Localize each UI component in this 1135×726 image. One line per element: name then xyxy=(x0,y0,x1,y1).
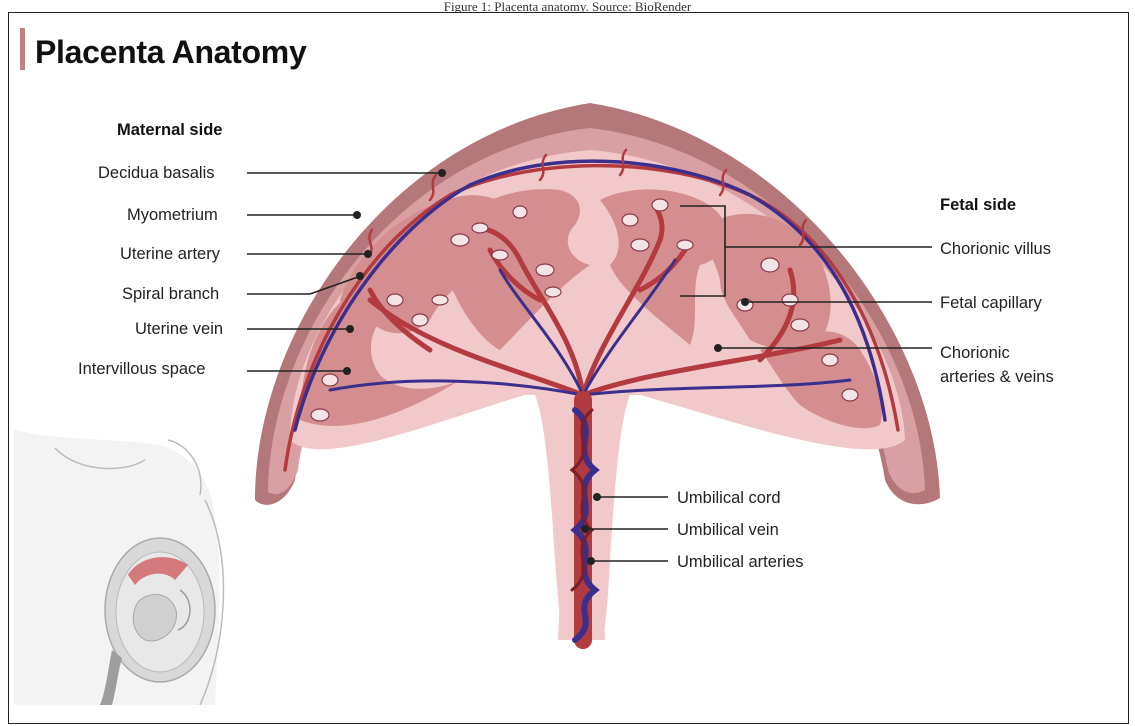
label-decidua-basalis: Decidua basalis xyxy=(98,164,446,182)
leader-dot xyxy=(353,211,361,219)
svg-text:Umbilical vein: Umbilical vein xyxy=(677,521,779,539)
label-umbilical-arteries: Umbilical arteries xyxy=(587,553,804,571)
leader-dot xyxy=(741,298,749,306)
leader-dot xyxy=(364,250,372,258)
maternal-side-label: Maternal side xyxy=(117,121,222,139)
leader-dot xyxy=(343,367,351,375)
svg-text:Decidua basalis: Decidua basalis xyxy=(98,164,214,182)
label-uterine-artery: Uterine artery xyxy=(120,245,372,263)
svg-text:Myometrium: Myometrium xyxy=(127,206,218,224)
svg-text:Umbilical cord: Umbilical cord xyxy=(677,489,781,507)
svg-text:arteries & veins: arteries & veins xyxy=(940,368,1054,386)
svg-text:Uterine artery: Uterine artery xyxy=(120,245,221,263)
leader-dot xyxy=(346,325,354,333)
svg-text:Chorionic villus: Chorionic villus xyxy=(940,240,1051,258)
svg-text:Uterine vein: Uterine vein xyxy=(135,320,223,338)
svg-text:Fetal capillary: Fetal capillary xyxy=(940,294,1043,312)
pregnant-body-illustration xyxy=(14,430,224,705)
umbilical-vessels xyxy=(572,400,595,640)
svg-text:Spiral branch: Spiral branch xyxy=(122,285,219,303)
leader-dot xyxy=(356,272,364,280)
leader-dot xyxy=(438,169,446,177)
label-myometrium: Myometrium xyxy=(127,206,361,224)
svg-text:Intervillous space: Intervillous space xyxy=(78,360,205,378)
label-umbilical-cord: Umbilical cord xyxy=(593,489,781,507)
leader-dot xyxy=(593,493,601,501)
svg-text:Umbilical arteries: Umbilical arteries xyxy=(677,553,804,571)
leader-dot xyxy=(581,525,589,533)
leader-dot xyxy=(587,557,595,565)
leader-dot xyxy=(714,344,722,352)
fetal-side-label: Fetal side xyxy=(940,196,1016,214)
svg-text:Chorionic: Chorionic xyxy=(940,344,1010,362)
